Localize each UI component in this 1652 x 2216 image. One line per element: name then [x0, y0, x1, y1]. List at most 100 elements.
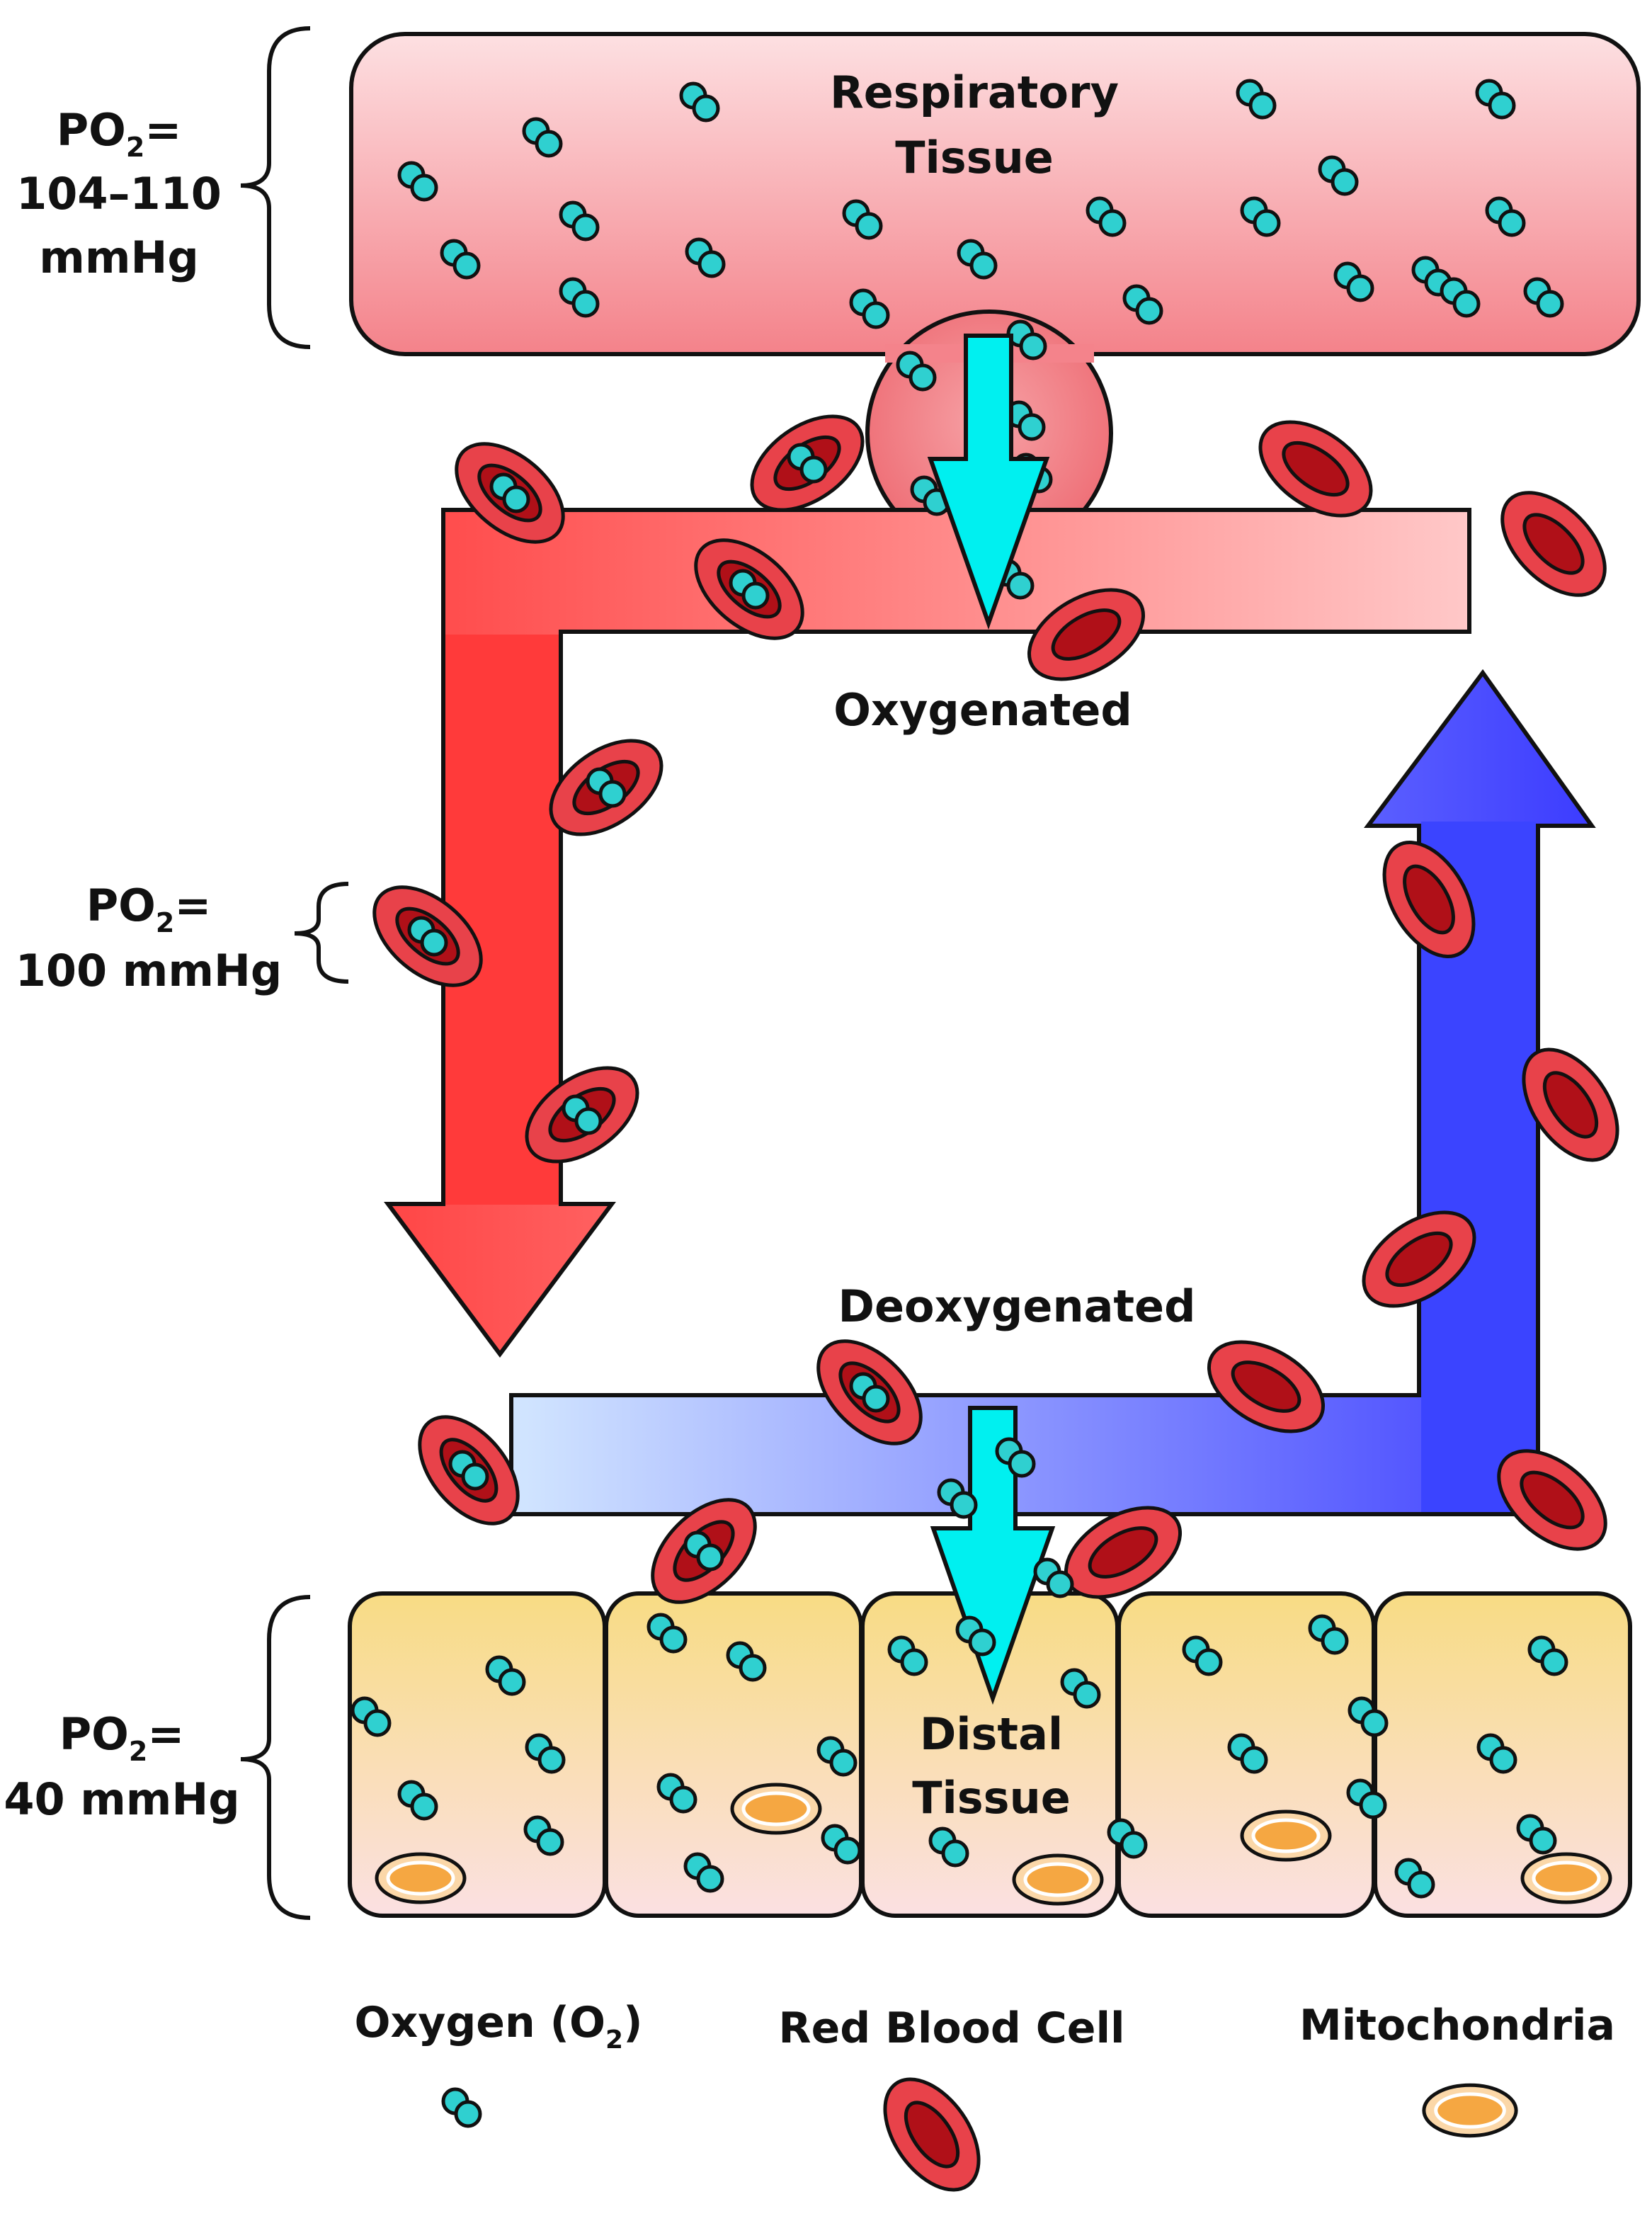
oxygen-molecule-icon: [1523, 277, 1564, 318]
oxygen-molecule-icon: [937, 1478, 978, 1519]
red-blood-cell-icon: [1362, 1210, 1476, 1308]
oxygen-molecule-icon: [887, 1635, 928, 1676]
oxygen-molecule-icon: [397, 161, 438, 202]
oxygen-molecule-icon: [896, 351, 937, 392]
oxygen-molecule-icon: [1086, 196, 1127, 237]
oxygen-release-arrow: [930, 1406, 1056, 1705]
respiratory-tissue: Respiratory Tissue: [349, 32, 1641, 557]
mitochondria-icon: [1012, 1853, 1104, 1906]
oxygen-molecule-icon: [522, 117, 563, 158]
oxygen-molecule-icon: [1394, 1858, 1435, 1899]
oxygenated-flow-arrow: [384, 508, 1471, 1358]
red-blood-cell-icon: [694, 538, 804, 640]
oxygen-molecule-icon: [1527, 1635, 1568, 1676]
oxygen-molecule-icon: [656, 1773, 697, 1814]
red-blood-cell-icon: [1522, 1047, 1619, 1162]
legend-oxygen-label: Oxygen (O2): [355, 1998, 643, 2055]
mitochondria-icon: [375, 1852, 467, 1904]
oxygen-molecule-icon: [849, 288, 890, 329]
oxygen-molecule-icon: [683, 1852, 724, 1893]
oxygen-molecule-icon: [440, 239, 481, 280]
oxygen-molecule-icon: [1107, 1818, 1148, 1859]
oxygen-molecule-icon: [1333, 261, 1374, 302]
middle-pressure-brace: [294, 882, 349, 984]
mitochondria-group: [375, 1783, 1612, 1906]
oxygen-molecule-icon: [1318, 155, 1359, 196]
oxygen-molecule-icon: [448, 1450, 489, 1491]
red-blood-cell-icon: [549, 739, 663, 836]
red-blood-cell-icon: [651, 1498, 757, 1604]
red-blood-cell-icon: [816, 1339, 923, 1445]
oxygen-molecule-icon: [586, 767, 627, 808]
oxygen-molecule-icon: [1346, 1778, 1387, 1819]
svg-text:104–110: 104–110: [16, 168, 222, 220]
oxygen-molecule-icon: [1475, 79, 1516, 120]
mitochondria-icon: [1422, 2083, 1518, 2138]
oxygen-molecule-icon: [1227, 1733, 1268, 1774]
oxygen-molecule-icon: [683, 1530, 724, 1572]
legend: Oxygen (O2) Red Blood Cell Mitochondria: [355, 1998, 1615, 2192]
oxygen-molecule-icon: [1485, 196, 1526, 237]
red-blood-cell-group: [372, 414, 1619, 1604]
oxygen-molecule-icon: [397, 1780, 438, 1821]
deoxygenated-label: Deoxygenated: [838, 1280, 1196, 1332]
top-pressure-brace: [240, 26, 311, 349]
mitochondria-icon: [1520, 1852, 1612, 1904]
oxygen-molecule-icon: [957, 239, 998, 280]
svg-text:PO2=: PO2=: [59, 1708, 185, 1767]
bottom-pressure-brace: [240, 1595, 311, 1920]
red-blood-cell-icon: [1258, 420, 1373, 518]
distal-tissue-label-line1: Distal: [920, 1708, 1063, 1760]
oxygen-molecule-icon: [995, 1437, 1036, 1478]
bottom-pressure-label: PO2= 40 mmHg: [4, 1708, 239, 1825]
red-blood-cell-icon: [1382, 840, 1476, 959]
red-blood-cell-icon: [1500, 491, 1607, 597]
distal-tissue-label-line2: Tissue: [912, 1772, 1071, 1824]
oxygen-molecule-icon: [679, 81, 720, 123]
oxygen-uptake-arrow: [927, 334, 1050, 630]
svg-text:mmHg: mmHg: [39, 232, 198, 283]
oxygen-molecule-icon: [1240, 196, 1281, 237]
red-blood-cell-icon: [525, 1066, 639, 1164]
respiratory-tissue-label-line2: Tissue: [895, 132, 1054, 183]
legend-rbc-label: Red Blood Cell: [778, 2004, 1124, 2053]
oxygen-molecule-icon: [1182, 1635, 1223, 1676]
oxygen-molecule-icon: [787, 443, 828, 484]
oxygen-molecule-icon: [441, 2087, 482, 2128]
oxygen-molecule-icon: [485, 1655, 526, 1696]
mitochondria-icon: [730, 1783, 822, 1835]
red-blood-cell-icon: [750, 414, 865, 512]
oxygen-molecule-icon: [1476, 1733, 1517, 1774]
oxygen-molecule-icon: [1308, 1614, 1349, 1655]
oxygen-molecule-icon: [1122, 284, 1163, 325]
red-blood-cell-icon: [418, 1415, 520, 1525]
respiratory-tissue-label-line1: Respiratory: [830, 67, 1119, 118]
oxygen-molecule-icon: [849, 1372, 890, 1413]
top-pressure-label: PO2= 104–110 mmHg: [16, 104, 222, 283]
oxygen-molecule-icon: [842, 199, 883, 240]
oxygen-molecule-icon: [1060, 1668, 1101, 1709]
oxygenated-label: Oxygenated: [833, 684, 1132, 736]
red-blood-cell-icon: [455, 442, 565, 544]
oxygen-molecule-icon: [646, 1613, 688, 1654]
svg-text:100 mmHg: 100 mmHg: [16, 945, 282, 996]
oxygen-molecule-icon: [1440, 277, 1481, 318]
oxygen-molecule-icon: [407, 916, 448, 957]
oxygen-molecule-icon: [821, 1824, 862, 1865]
oxygen-molecule-icon: [1236, 79, 1277, 120]
svg-text:PO2=: PO2=: [57, 104, 182, 163]
oxygen-molecule-icon: [729, 569, 770, 610]
oxygen-molecule-group-foreground: [937, 1437, 1074, 1657]
oxygen-molecule-icon: [559, 200, 600, 242]
red-blood-cell-icon: [1027, 588, 1146, 681]
legend-mitochondria-label: Mitochondria: [1299, 2001, 1615, 2050]
mitochondria-icon: [1240, 1809, 1332, 1862]
oxygen-molecule-icon: [559, 277, 600, 318]
red-blood-cell-icon: [1207, 1340, 1326, 1433]
svg-text:40 mmHg: 40 mmHg: [4, 1773, 239, 1825]
red-blood-cell-icon: [1497, 1449, 1607, 1551]
oxygen-molecule-icon: [351, 1696, 392, 1737]
oxygen-molecule-icon: [726, 1641, 767, 1682]
red-blood-cell-icon: [883, 2077, 981, 2192]
oxygen-molecule-icon: [1516, 1814, 1557, 1855]
